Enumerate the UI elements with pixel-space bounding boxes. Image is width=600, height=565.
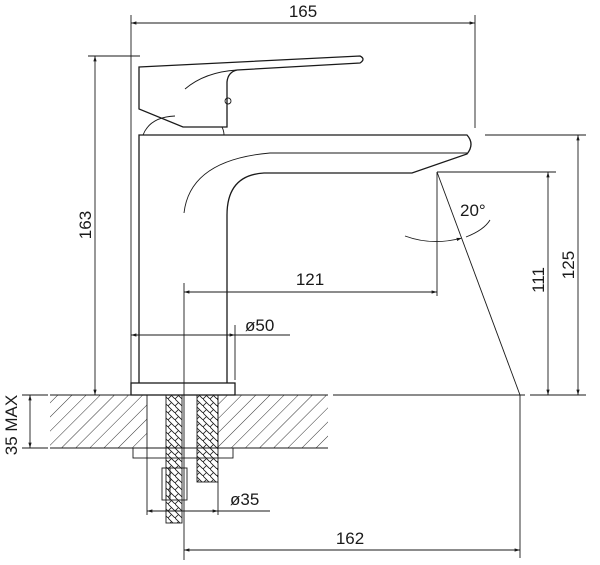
svg-text:111: 111 bbox=[529, 267, 548, 293]
washer bbox=[132, 447, 234, 459]
dimension-spout-reach: 121 bbox=[184, 270, 437, 294]
dimension-jet-angle: 20° bbox=[404, 171, 521, 396]
svg-text:125: 125 bbox=[559, 251, 578, 279]
dimension-hole-diameter: ø35 bbox=[146, 448, 270, 515]
dimension-base-diameter: ø50 bbox=[131, 316, 290, 380]
svg-text:ø50: ø50 bbox=[245, 316, 274, 335]
base-plate bbox=[130, 382, 236, 396]
spout-underside bbox=[183, 152, 467, 214]
dimension-overall-height: 163 bbox=[76, 55, 140, 395]
svg-text:162: 162 bbox=[336, 529, 364, 548]
svg-text:ø35: ø35 bbox=[230, 490, 259, 509]
dimension-spout-top-height: 125 bbox=[485, 134, 586, 396]
svg-text:165: 165 bbox=[289, 2, 317, 21]
nut bbox=[161, 467, 188, 501]
mounting-hardware bbox=[132, 394, 234, 524]
handle-screw bbox=[224, 97, 232, 105]
spout-body bbox=[138, 134, 472, 383]
svg-text:20°: 20° bbox=[460, 201, 486, 220]
dimension-outlet-height: 111 bbox=[437, 171, 556, 395]
countertop-section bbox=[50, 394, 525, 449]
dimension-jet-reach: 162 bbox=[184, 395, 521, 558]
dimension-counter-thickness: 35 MAX bbox=[2, 394, 48, 455]
threaded-rod bbox=[165, 394, 183, 524]
hose bbox=[196, 394, 219, 483]
svg-text:121: 121 bbox=[296, 270, 324, 289]
handle-curve bbox=[184, 69, 238, 90]
faucet-outline bbox=[130, 55, 472, 396]
dimension-overall-width: 165 bbox=[130, 2, 476, 383]
cartridge-dome bbox=[142, 115, 225, 136]
svg-text:35 MAX: 35 MAX bbox=[2, 395, 21, 455]
svg-text:163: 163 bbox=[76, 211, 95, 239]
